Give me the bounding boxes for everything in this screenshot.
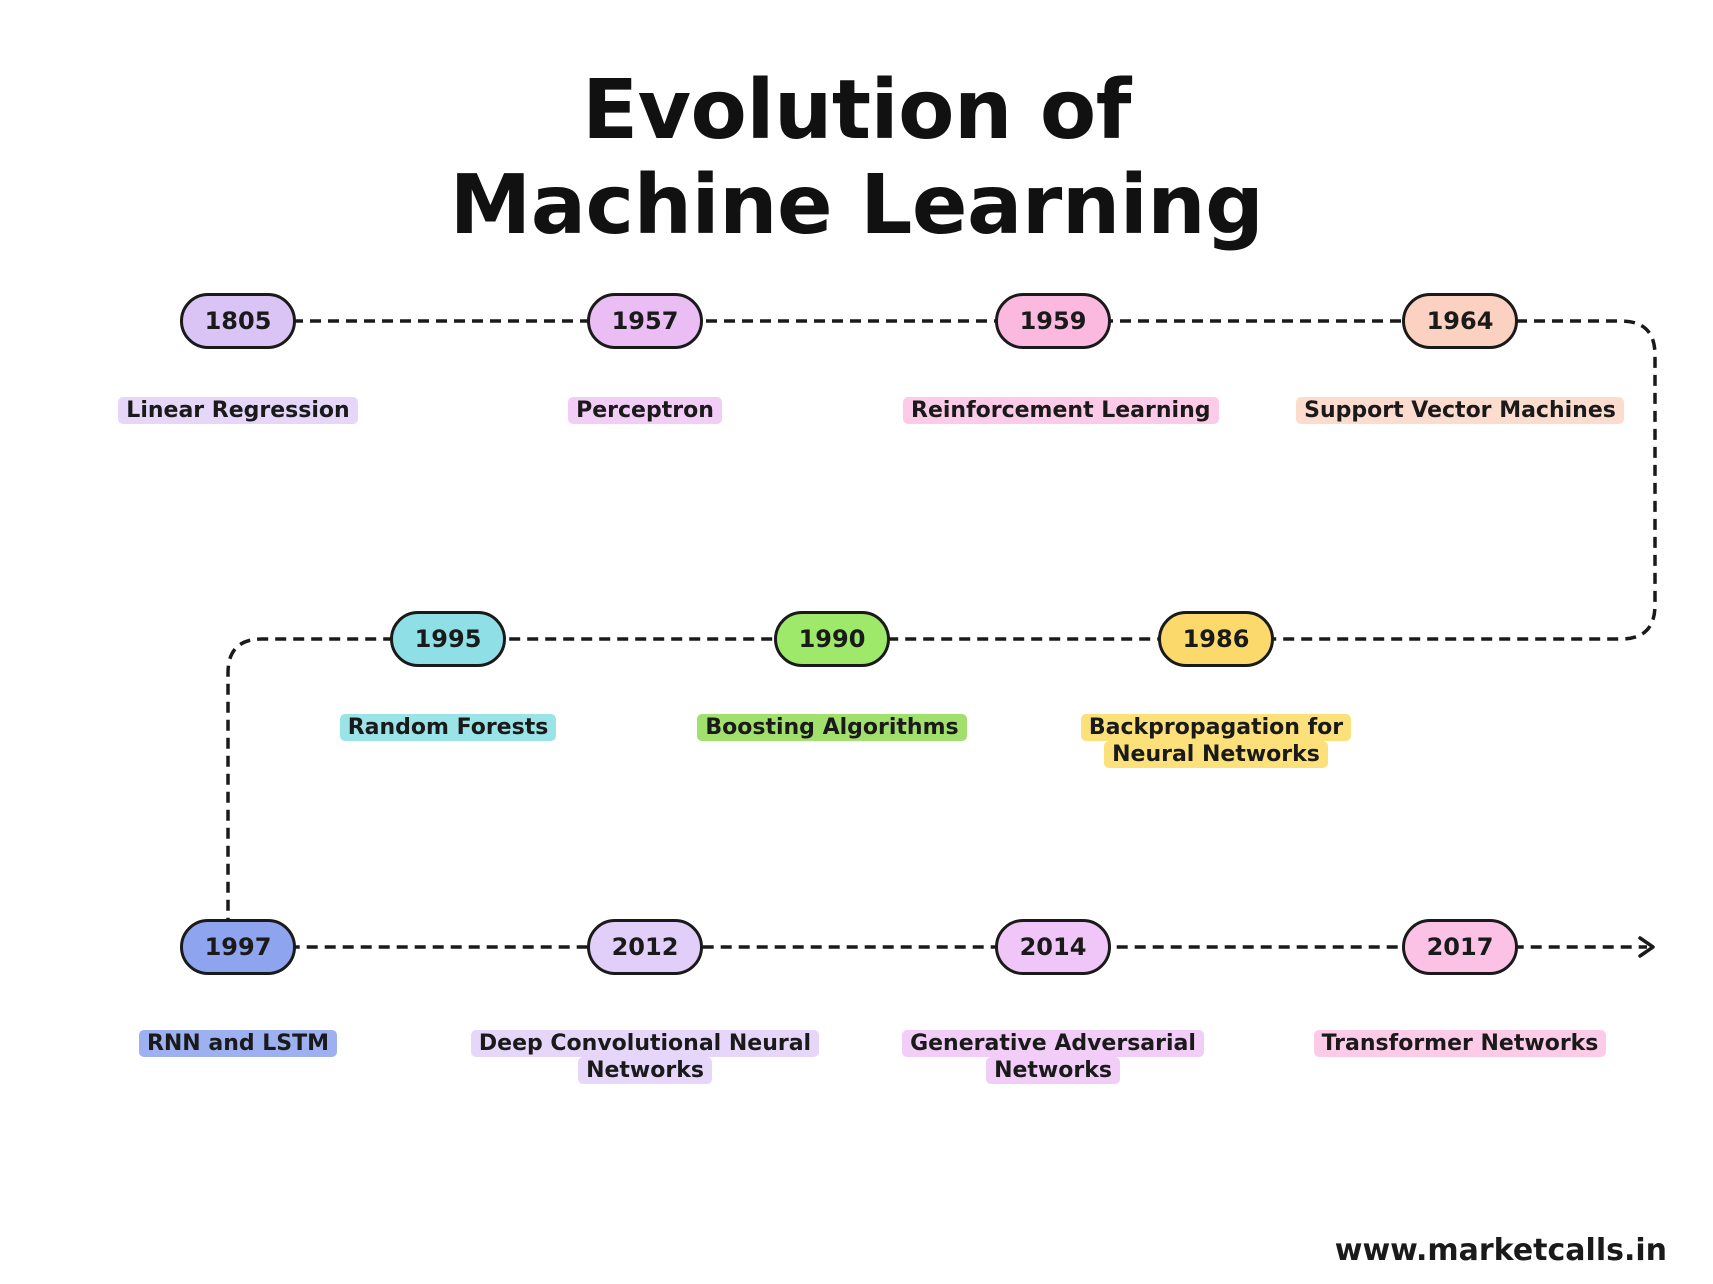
arrowhead-icon bbox=[1638, 936, 1655, 958]
event-label-text: Perceptron bbox=[568, 397, 722, 424]
year-pill-1990: 1990 bbox=[774, 611, 890, 667]
event-label-backpropagation: Backpropagation for Neural Networks bbox=[1046, 714, 1386, 768]
event-label-text: Random Forests bbox=[339, 714, 557, 741]
footer-url: www.marketcalls.in bbox=[1334, 1233, 1667, 1268]
year-pill-1964: 1964 bbox=[1402, 293, 1518, 349]
event-label-text: Deep Convolutional Neural Networks bbox=[470, 1030, 820, 1084]
year-pill-2012: 2012 bbox=[587, 919, 703, 975]
year-pill-2014: 2014 bbox=[995, 919, 1111, 975]
event-label-text: Support Vector Machines bbox=[1296, 397, 1624, 424]
event-label-perceptron: Perceptron bbox=[495, 397, 795, 424]
event-label-text: Generative Adversarial Networks bbox=[902, 1030, 1204, 1084]
event-label-rnn-lstm: RNN and LSTM bbox=[88, 1030, 388, 1057]
event-label-text: Boosting Algorithms bbox=[697, 714, 967, 741]
year-pill-2017: 2017 bbox=[1402, 919, 1518, 975]
year-pill-1959: 1959 bbox=[995, 293, 1111, 349]
event-label-deep-cnn: Deep Convolutional Neural Networks bbox=[465, 1030, 825, 1084]
year-pill-1957: 1957 bbox=[587, 293, 703, 349]
title-line-2: Machine Learning bbox=[449, 158, 1264, 253]
event-label-text: Reinforcement Learning bbox=[903, 397, 1219, 424]
year-pill-1997: 1997 bbox=[180, 919, 296, 975]
event-label-random-forests: Random Forests bbox=[298, 714, 598, 741]
event-label-boosting-algorithms: Boosting Algorithms bbox=[682, 714, 982, 741]
event-label-reinforcement-learning: Reinforcement Learning bbox=[903, 397, 1219, 424]
event-label-text: Linear Regression bbox=[118, 397, 358, 424]
timeline-path bbox=[226, 319, 1657, 949]
year-pill-1805: 1805 bbox=[180, 293, 296, 349]
event-label-linear-regression: Linear Regression bbox=[88, 397, 388, 424]
event-label-support-vector-machines: Support Vector Machines bbox=[1290, 397, 1630, 424]
year-pill-1986: 1986 bbox=[1158, 611, 1274, 667]
year-pill-1995: 1995 bbox=[390, 611, 506, 667]
event-label-text: RNN and LSTM bbox=[138, 1030, 338, 1057]
event-label-gan: Generative Adversarial Networks bbox=[893, 1030, 1213, 1084]
event-label-text: Transformer Networks bbox=[1313, 1030, 1607, 1057]
title-line-1: Evolution of bbox=[582, 63, 1131, 158]
event-label-text: Backpropagation for Neural Networks bbox=[1080, 714, 1352, 768]
event-label-transformer-networks: Transformer Networks bbox=[1300, 1030, 1620, 1057]
